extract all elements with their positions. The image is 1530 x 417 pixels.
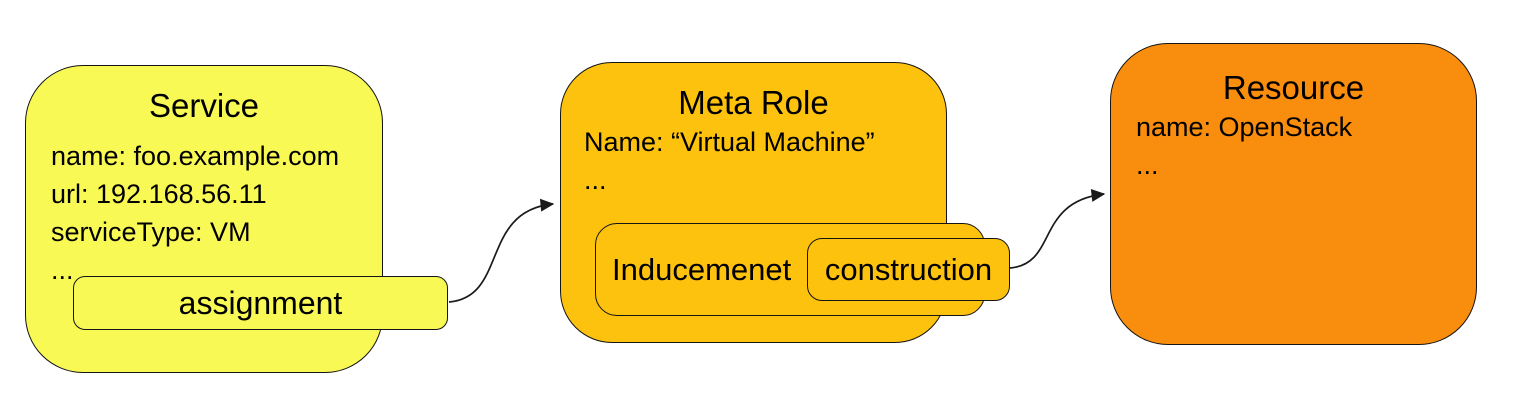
resource-node: Resource name: OpenStack ...	[1110, 43, 1477, 345]
construction-to-resource-connector	[1009, 188, 1106, 269]
inducement-label: Inducemenet	[612, 251, 792, 287]
construction-label: construction	[824, 251, 993, 287]
service-attr-service-type: serviceType: VM	[51, 217, 251, 247]
resource-attributes: name: OpenStack ...	[1136, 108, 1476, 184]
meta-role-title: Meta Role	[678, 84, 829, 121]
resource-title: Resource	[1222, 69, 1365, 106]
assignment-badge: assignment	[73, 276, 448, 330]
meta-role-attributes: Name: “Virtual Machine” ...	[584, 123, 946, 199]
service-attributes: name: foo.example.com url: 192.168.56.11…	[51, 137, 382, 289]
resource-attr-ellipsis: ...	[1136, 150, 1159, 180]
assignment-label: assignment	[178, 284, 343, 321]
service-attr-url: url: 192.168.56.11	[51, 179, 267, 209]
resource-attr-name: name: OpenStack	[1136, 112, 1353, 142]
construction-badge: construction	[807, 238, 1010, 301]
service-title: Service	[148, 87, 260, 124]
assignment-to-meta-role-connector	[448, 198, 555, 303]
service-attr-ellipsis: ...	[51, 255, 74, 285]
service-attr-name: name: foo.example.com	[51, 141, 340, 171]
meta-role-attr-ellipsis: ...	[584, 165, 607, 195]
meta-role-attr-name: Name: “Virtual Machine”	[584, 127, 875, 157]
